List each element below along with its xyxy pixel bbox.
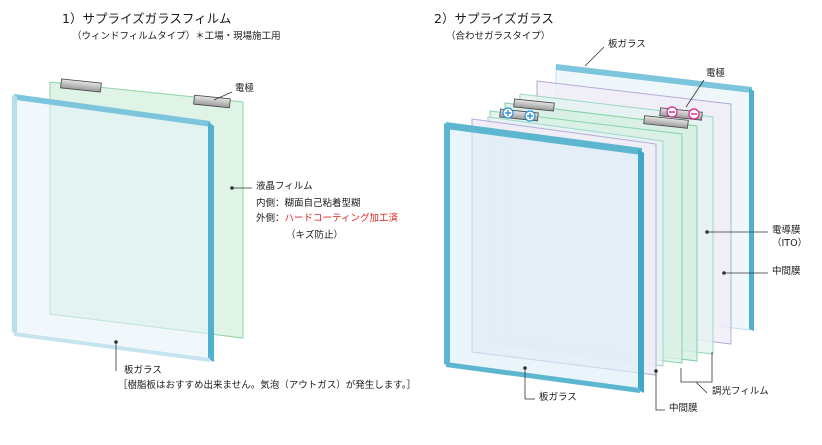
right-glass-bottom-label: 板ガラス	[539, 392, 577, 403]
dimming-film-label: 調光フィルム	[712, 386, 769, 397]
minus-icon	[666, 106, 678, 118]
scratch-protection-note: （キズ防止）	[286, 230, 344, 241]
inner-side-prefix: 内側：	[256, 198, 285, 209]
leader-interlayer-bottom	[655, 371, 665, 411]
right-electrode-4	[643, 115, 689, 129]
right-back-glass-top-edge	[556, 64, 752, 93]
conductive-film-label: 電導膜	[772, 225, 801, 236]
leader-electrode-right	[685, 79, 705, 108]
plus-icon	[524, 110, 536, 122]
left-glass-label: 板ガラス	[124, 365, 162, 376]
right-front-glass-bottom-edge	[446, 362, 640, 393]
ito-label: （ITO）	[772, 238, 808, 249]
right-electrode-label: 電極	[706, 68, 726, 79]
leader-glass-top	[584, 46, 605, 67]
right-front-glass-face	[445, 124, 641, 392]
left-glass-note: ［樹脂板はおすすめ出来ません。気泡（アウトガス）が発生します。］	[118, 380, 417, 391]
outer-side-line: 外側：ハードコーティング加工済	[256, 213, 398, 225]
left-glass-left-edge	[12, 95, 17, 334]
left-glass-right-edge	[208, 122, 214, 362]
right-back-glass-right-edge	[749, 88, 754, 331]
leader-electrode-left	[213, 91, 233, 101]
right-front-glass-left-edge	[444, 123, 450, 366]
right-title: 2）サプライズガラス	[434, 11, 554, 26]
left-subtitle: （ウィンドフィルムタイプ）＊工場・現場施工用	[72, 31, 281, 42]
right-glass-top-label: 板ガラス	[608, 39, 646, 50]
left-electrode-2	[193, 94, 231, 109]
left-electrode-1	[60, 78, 102, 93]
right-subtitle: （合わせガラスタイプ）	[446, 31, 551, 42]
outer-side-prefix: 外側：	[256, 213, 285, 224]
right-interlayer-label: 中間膜	[772, 266, 801, 277]
left-electrode-label: 電極	[235, 83, 255, 94]
plus-icon	[502, 107, 514, 119]
liquid-crystal-film-label: 液晶フィルム	[256, 181, 313, 192]
left-glass-bottom-edge	[14, 332, 210, 362]
outer-side-value: ハードコーティング加工済	[284, 213, 398, 224]
minus-icon	[688, 108, 700, 120]
left-glass-plate-face	[13, 95, 211, 361]
leader-dimming-film	[695, 381, 708, 394]
right-front-glass-right-edge	[638, 149, 644, 393]
right-front-glass-top-edge	[446, 122, 642, 155]
bottom-interlayer-label: 中間膜	[669, 403, 698, 414]
left-title: 1）サプライズガラスフィルム	[62, 11, 232, 26]
left-glass-top-edge	[14, 94, 212, 127]
inner-side-line: 内側：糊面自己粘着型糊	[256, 198, 361, 210]
inner-side-value: 糊面自己粘着型糊	[284, 198, 361, 209]
right-electrode-1	[513, 98, 555, 112]
